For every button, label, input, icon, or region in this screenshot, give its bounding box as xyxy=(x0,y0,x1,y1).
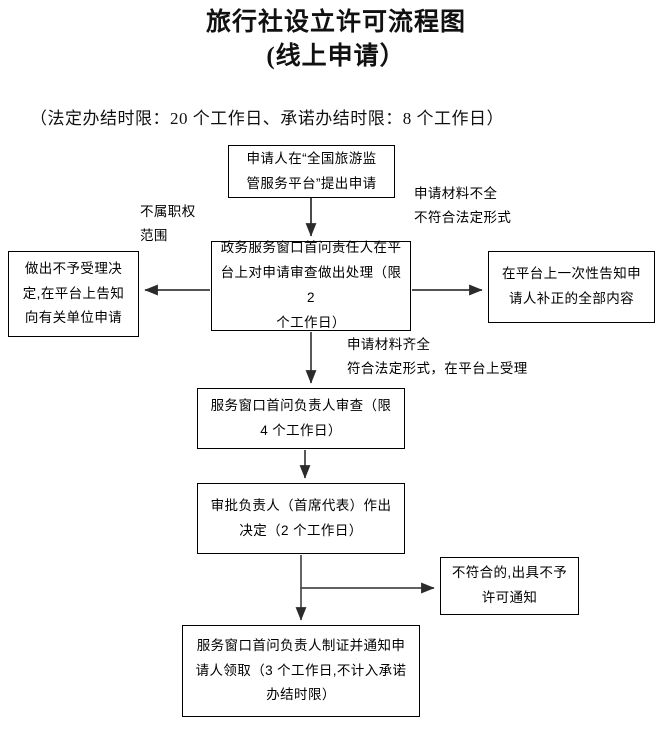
node-line: 不符合的,出具不予 xyxy=(451,565,568,581)
edge-label-line: 符合法定形式，在平台上受理 xyxy=(347,360,528,376)
edge-decision-to-denial xyxy=(300,555,435,594)
edge-label-line: 范围 xyxy=(140,227,168,243)
node-issue-certificate[interactable]: 服务窗口首问负责人制证并通知申 请人领取（3 个工作日,不计入承诺 办结时限） xyxy=(182,625,420,717)
node-line: 做出不予受理决 xyxy=(24,260,123,276)
node-line: 办结时限） xyxy=(266,687,336,703)
node-line: 政务服务窗口首问责任人在平 xyxy=(220,240,402,256)
node-line: 请人领取（3 个工作日,不计入承诺 xyxy=(195,662,407,678)
node-line: 审批负责人（首席代表）作出 xyxy=(210,497,392,513)
processing-time-note: （法定办结时限：20 个工作日、承诺办结时限：8 个工作日） xyxy=(30,109,504,128)
node-line: 管服务平台”提出申请 xyxy=(246,175,377,191)
page-title: 旅行社设立许可流程图 xyxy=(205,9,466,36)
edge-label-line: 不符合法定形式 xyxy=(414,209,512,225)
node-reject-acceptance[interactable]: 做出不予受理决 定,在平台上告知 向有关单位申请 xyxy=(8,251,139,337)
edge-label-complete-materials: 申请材料齐全 符合法定形式，在平台上受理 xyxy=(347,333,528,380)
edge-label-line: 申请材料不全 xyxy=(414,186,498,201)
node-line: 向有关单位申请 xyxy=(24,310,123,326)
edge-label-out-of-scope: 不属职权 范围 xyxy=(140,200,196,247)
node-line: 决定（2 个工作日） xyxy=(239,522,363,538)
node-submit-application[interactable]: 申请人在“全国旅游监 管服务平台”提出申请 xyxy=(228,145,395,198)
node-line: 申请人在“全国旅游监 xyxy=(246,150,377,166)
node-line: 许可通知 xyxy=(481,590,538,605)
node-notify-supplement[interactable]: 在平台上一次性告知申 请人补正的全部内容 xyxy=(488,251,655,323)
node-first-responsible-officer-check[interactable]: 政务服务窗口首问责任人在平 台上对申请审查做出处理（限 2 个工作日） xyxy=(211,240,411,331)
node-window-review[interactable]: 服务窗口首问负责人审查（限 4 个工作日） xyxy=(197,388,405,449)
node-line: 台上对申请审查做出处理（限 2 xyxy=(220,265,402,305)
node-line: 定,在平台上告知 xyxy=(22,285,125,301)
page-subtitle: (线上申请） xyxy=(266,43,406,70)
node-line: 请人补正的全部内容 xyxy=(508,291,635,306)
node-approval-decision[interactable]: 审批负责人（首席代表）作出 决定（2 个工作日） xyxy=(197,483,405,554)
node-line: 4 个工作日） xyxy=(260,422,342,438)
edge-label-incomplete-materials: 申请材料不全 不符合法定形式 xyxy=(414,182,511,229)
node-line: 个工作日） xyxy=(276,314,346,330)
edge-label-line: 申请材料齐全 xyxy=(347,337,431,352)
edge-label-line: 不属职权 xyxy=(140,204,196,219)
node-line: 服务窗口首问负责人审查（限 xyxy=(210,397,392,413)
node-line: 服务窗口首问负责人制证并通知申 xyxy=(196,637,406,653)
node-denial-notice[interactable]: 不符合的,出具不予 许可通知 xyxy=(440,557,579,615)
node-line: 在平台上一次性告知申 xyxy=(502,266,641,282)
